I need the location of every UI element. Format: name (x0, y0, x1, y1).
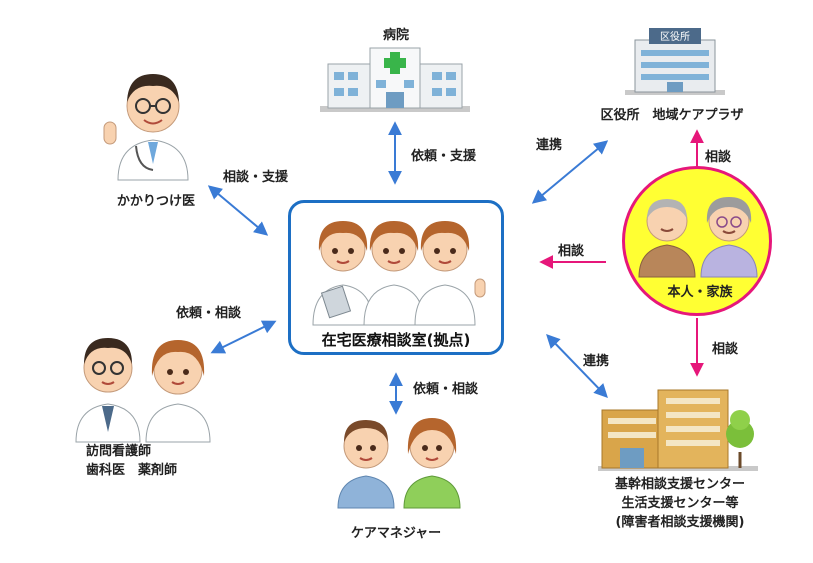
family-doctor-label: かかりつけ医 (116, 194, 196, 209)
edge-label-home-nurse: 依頼・相談 (176, 306, 242, 321)
self-family-label: 本人・家族 (667, 285, 733, 300)
edge-label-family-doctor: 相談・支援 (223, 170, 289, 185)
edge-label-hospital: 依頼・支援 (411, 149, 477, 164)
support-center-line-3: (障害者相談支援機関) (615, 515, 745, 530)
home-nurse-line-2: 歯科医 薬剤師 (86, 463, 178, 478)
arrow-home-nurse (210, 320, 277, 354)
arrow-family-doctor (207, 185, 269, 236)
edge-label-self-to-center: 相談 (712, 342, 739, 357)
ward-office-illustration: 区役所 (625, 28, 725, 95)
edge-label-care-manager: 依頼・相談 (413, 382, 479, 397)
edge-label-support-center: 連携 (583, 354, 610, 369)
nurses-illustration (312, 221, 486, 326)
ward-office-sign: 区役所 (660, 30, 690, 43)
home-nurse-line-1: 訪問看護師 (86, 444, 152, 459)
edge-label-self-to-hub: 相談 (558, 244, 585, 259)
self-family-circle: 本人・家族 (622, 166, 772, 316)
family-doctor-illustration (103, 74, 189, 181)
edge-label-self-to-ward: 相談 (705, 150, 732, 165)
support-center-line-2: 生活支援センター等 (621, 496, 739, 511)
arrow-support-center (546, 333, 608, 399)
ward-office-label: 区役所 地域ケアプラザ (600, 108, 744, 123)
hospital-label: 病院 (382, 28, 410, 43)
support-center-illustration (598, 389, 758, 471)
support-center-line-1: 基幹相談支援センター (614, 477, 746, 492)
hub-box: 在宅医療相談室(拠点) (288, 200, 504, 355)
support-center-label: 基幹相談支援センター 生活支援センター等 (障害者相談支援機関) (615, 475, 745, 532)
home-nurse-illustration (75, 338, 211, 443)
home-nurse-label: 訪問看護師 歯科医 薬剤師 (86, 442, 177, 480)
edge-label-ward-office: 連携 (536, 138, 563, 153)
care-manager-illustration (337, 418, 461, 509)
hub-title: 在宅医療相談室(拠点) (321, 331, 471, 349)
elderly-couple-illustration (638, 197, 758, 278)
care-manager-label: ケアマネジャー (350, 526, 442, 541)
arrow-ward-office (531, 140, 609, 204)
hospital-illustration (320, 47, 470, 112)
